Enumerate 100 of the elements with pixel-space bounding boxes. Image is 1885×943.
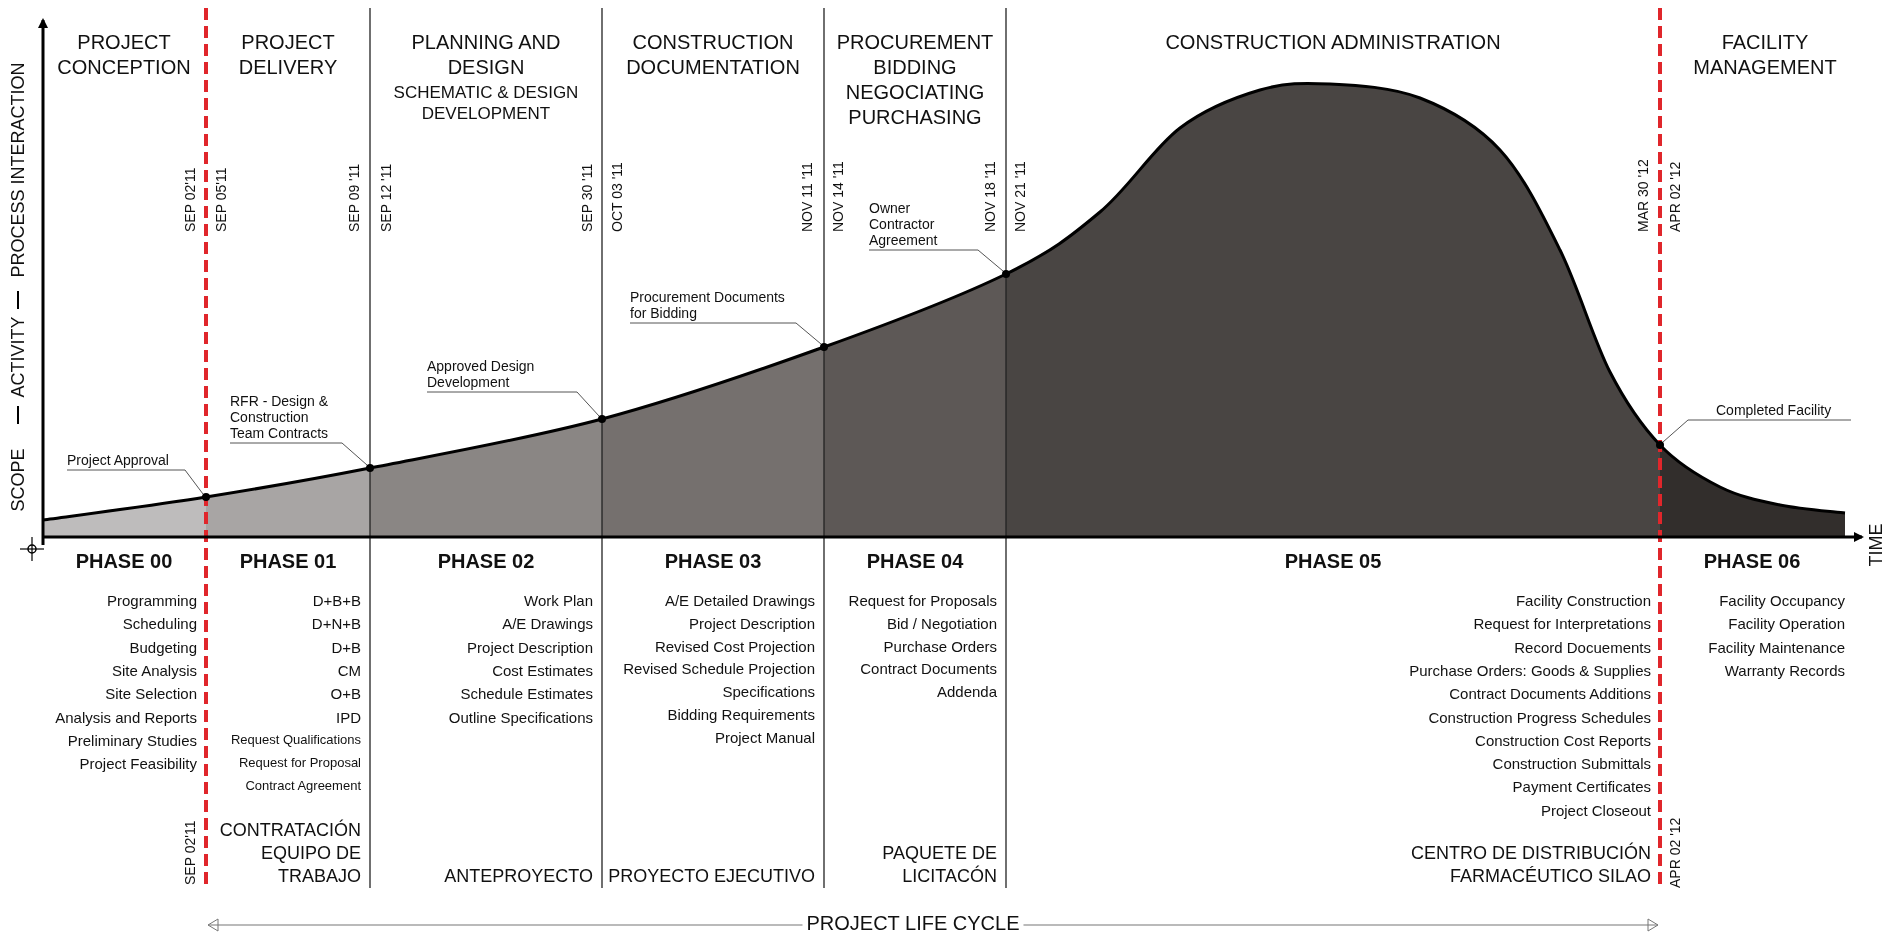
deliverable-item: Scheduling bbox=[122, 615, 197, 635]
leader-line bbox=[66, 469, 204, 495]
deliverable-item: Warranty Records bbox=[1724, 661, 1845, 681]
column-heading: PROJECT DELIVERY bbox=[237, 30, 339, 80]
deliverable-item: Construction Cost Reports bbox=[1475, 731, 1651, 751]
deliverable-item: Facility Maintenance bbox=[1708, 638, 1845, 658]
date-label: APR 02 '12 bbox=[1667, 161, 1685, 232]
date-label: SEP 05'11 bbox=[213, 167, 231, 232]
leader-line bbox=[426, 391, 600, 417]
deliverable-item: Bidding Requirements bbox=[667, 706, 815, 725]
date-label: SEP 02'11 bbox=[182, 167, 200, 232]
deliverable-item: A/E Detailed Drawings bbox=[664, 592, 815, 611]
project-stage-name: ANTEPROYECTO bbox=[443, 865, 593, 888]
deliverable-item: Facility Construction bbox=[1515, 592, 1651, 611]
deliverable-item: Request for Proposal bbox=[238, 755, 361, 772]
phase-label: PHASE 05 bbox=[1283, 549, 1383, 574]
milestone-dot bbox=[820, 343, 828, 351]
deliverable-item: Project Feasibility bbox=[79, 755, 197, 774]
date-label: SEP 30 '11 bbox=[579, 163, 597, 232]
deliverable-item: Contract Documents Additions bbox=[1449, 685, 1651, 704]
deliverable-item: Facility Occupancy bbox=[1719, 592, 1845, 611]
deliverable-item: Site Selection bbox=[105, 685, 197, 704]
deliverable-item: Revised Schedule Projection bbox=[623, 660, 815, 680]
milestone-dot bbox=[202, 493, 210, 501]
project-stage-name: CONTRATACIÓN EQUIPO DE TRABAJO bbox=[218, 819, 361, 888]
deliverable-item: Budgeting bbox=[129, 638, 197, 658]
milestone-dot bbox=[1656, 441, 1664, 449]
deliverable-item: Contract Documents bbox=[860, 660, 997, 680]
phase-label: PHASE 03 bbox=[663, 549, 763, 574]
deliverable-item: Work Plan bbox=[524, 592, 593, 611]
deliverable-item: Outline Specifications bbox=[448, 708, 593, 728]
date-label: MAR 30 '12 bbox=[1635, 159, 1653, 232]
deliverable-item: Analysis and Reports bbox=[55, 708, 197, 728]
milestone-dot bbox=[598, 415, 606, 423]
axis-label: SCOPE bbox=[6, 448, 29, 512]
milestone-dot bbox=[366, 464, 374, 472]
column-heading: FACILITY MANAGEMENT bbox=[1692, 30, 1838, 80]
deliverable-item: Revised Cost Projection bbox=[654, 637, 815, 657]
callout-label: Approved Design Development bbox=[427, 358, 577, 390]
callout-label: Owner Contractor Agreement bbox=[869, 200, 949, 248]
deliverable-item: IPD bbox=[336, 708, 361, 728]
date-label: SEP 12 '11 bbox=[378, 163, 396, 232]
callout-label: RFR - Design & Construction Team Contracts bbox=[230, 393, 342, 441]
axis-label: ACTIVITY bbox=[6, 316, 29, 398]
deliverable-item: Schedule Estimates bbox=[460, 685, 593, 704]
callout-label: Project Approval bbox=[67, 452, 185, 468]
phase-label: PHASE 04 bbox=[865, 549, 965, 574]
axis-label: PROCESS INTERACTION bbox=[6, 62, 29, 278]
date-label: SEP 09 '11 bbox=[346, 163, 364, 232]
leader-line bbox=[629, 322, 822, 345]
deliverable-item: Request for Proposals bbox=[848, 592, 997, 611]
date-label: SEP 02'11 bbox=[182, 820, 200, 885]
date-label: NOV 21 '11 bbox=[1012, 161, 1030, 232]
deliverable-item: Programming bbox=[106, 592, 197, 611]
deliverable-item: D+B bbox=[331, 638, 361, 658]
deliverable-item: Project Closeout bbox=[1540, 801, 1651, 821]
date-label: APR 02 '12 bbox=[1667, 817, 1685, 888]
column-heading: PROCUREMENT BIDDING NEGOCIATING PURCHASING bbox=[835, 30, 995, 130]
deliverable-item: Construction Progress Schedules bbox=[1428, 708, 1651, 728]
deliverable-item: Site Analysis bbox=[111, 661, 197, 681]
leader-line bbox=[229, 442, 368, 466]
project-stage-name: CENTRO DE DISTRIBUCIÓN FARMACÉUTICO SILAO bbox=[1410, 842, 1651, 888]
deliverable-item: Purchase Orders bbox=[883, 637, 997, 657]
date-label: NOV 11 '11 bbox=[799, 162, 817, 232]
deliverable-item: Construction Submittals bbox=[1492, 755, 1651, 774]
project-stage-name: PAQUETE DE LICITACÓN bbox=[881, 842, 997, 888]
column-heading: CONSTRUCTION DOCUMENTATION bbox=[625, 30, 801, 80]
deliverable-item: Contract Agreement bbox=[245, 778, 361, 795]
deliverable-item: Preliminary Studies bbox=[67, 731, 197, 751]
phase-label: PHASE 00 bbox=[74, 549, 174, 574]
date-label: NOV 18 '11 bbox=[982, 161, 1000, 232]
column-heading: PLANNING AND DESIGN bbox=[410, 30, 562, 80]
phase-label: PHASE 02 bbox=[436, 549, 536, 574]
deliverable-item: O+B bbox=[330, 685, 361, 704]
deliverable-item: Project Manual bbox=[714, 728, 815, 748]
deliverable-item: Project Description bbox=[467, 638, 593, 658]
callout-label: Procurement Documents for Bidding bbox=[630, 289, 795, 321]
phase-label: PHASE 01 bbox=[238, 549, 338, 574]
deliverable-item: Record Docuements bbox=[1514, 638, 1651, 658]
column-heading: PROJECT CONCEPTION bbox=[56, 30, 192, 80]
milestone-dot bbox=[1002, 270, 1010, 278]
deliverable-item: Bid / Negotiation bbox=[886, 614, 997, 634]
deliverable-item: D+N+B bbox=[311, 615, 361, 635]
leader-line bbox=[1662, 419, 1852, 443]
deliverable-item: Payment Certificates bbox=[1512, 778, 1651, 798]
deliverable-item: Request for Interpretations bbox=[1473, 615, 1651, 635]
deliverable-item: Project Description bbox=[689, 614, 815, 634]
axis-label: TIME bbox=[1864, 523, 1885, 567]
deliverable-item: Cost Estimates bbox=[492, 661, 593, 681]
date-label: OCT 03 '11 bbox=[609, 162, 627, 232]
column-heading: SCHEMATIC & DESIGN DEVELOPMENT bbox=[392, 82, 580, 125]
phase-label: PHASE 06 bbox=[1702, 549, 1802, 574]
deliverable-item: Purchase Orders: Goods & Supplies bbox=[1409, 661, 1651, 681]
deliverable-item: Request Qualifications bbox=[230, 731, 361, 749]
leader-line bbox=[868, 249, 1004, 272]
date-label: NOV 14 '11 bbox=[830, 161, 848, 232]
deliverable-item: Specifications bbox=[722, 683, 815, 702]
deliverable-item: D+B+B bbox=[312, 592, 361, 611]
deliverable-item: Facility Operation bbox=[1728, 615, 1845, 635]
column-heading: CONSTRUCTION ADMINISTRATION bbox=[1164, 30, 1502, 55]
